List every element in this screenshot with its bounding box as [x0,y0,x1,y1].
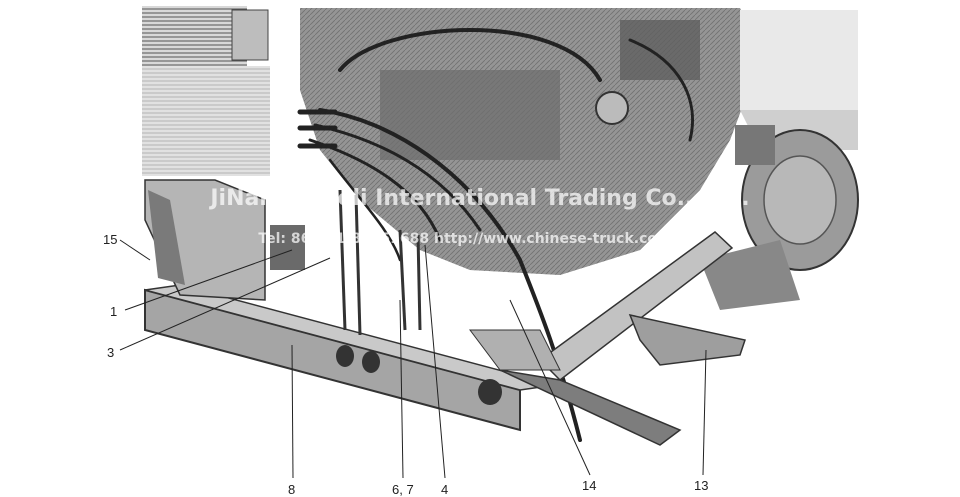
callout-labels: 15 1 3 8 6, 7 4 14 13 [103,232,708,497]
callout-6-7: 6, 7 [392,482,414,497]
watermark: JiNan Huisoli International Trading Co.,… [208,186,749,247]
leader-lines [119,239,707,479]
vertical-rods [338,189,422,336]
radiator [142,6,270,176]
diagonal-beam [469,231,746,446]
callout-15: 15 [103,232,117,247]
callout-14: 14 [582,478,596,493]
callout-8: 8 [288,482,295,497]
callout-3: 3 [107,345,114,360]
callout-4: 4 [441,482,448,497]
brake-drum [700,125,859,310]
watermark-company: JiNan Huisoli International Trading Co.,… [208,186,749,211]
front-crossmember [144,284,556,432]
callout-1: 1 [110,304,117,319]
callout-13: 13 [694,478,708,493]
watermark-contact: Tel: 86-531-85751688 http://www.chinese-… [258,231,671,247]
